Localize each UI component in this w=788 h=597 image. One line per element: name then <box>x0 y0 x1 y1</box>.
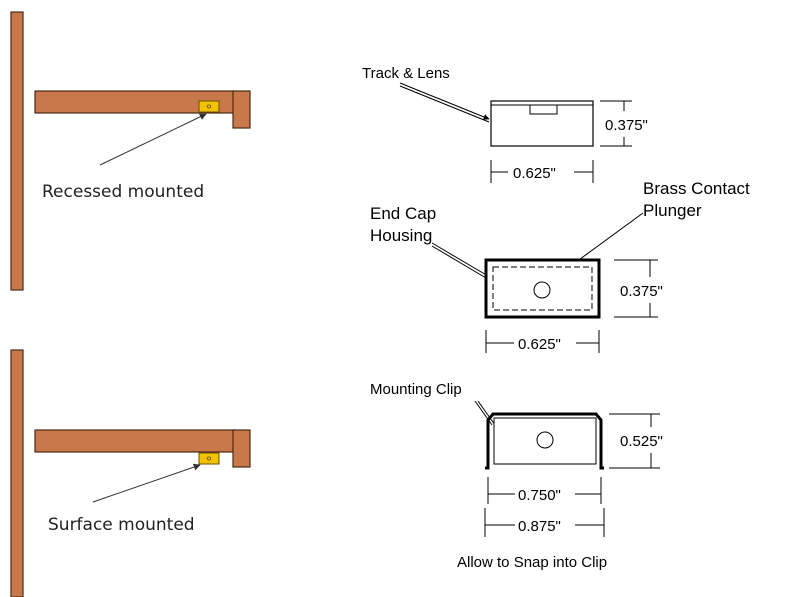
recessed-light <box>198 100 220 113</box>
surface-pointer-arrow <box>92 463 201 503</box>
brass-contact-label-line2: Plunger <box>643 201 702 220</box>
shelf-board <box>34 429 236 453</box>
wall-post <box>10 11 24 291</box>
end-cap-label-line1: End Cap <box>370 204 436 223</box>
surface-light <box>198 452 220 465</box>
light-dot <box>206 456 211 461</box>
mounting-clip-outline <box>485 412 604 470</box>
mounting-clip-outer-width: 0.875" <box>518 518 561 535</box>
recessed-mount-illustration: Recessed mounted <box>10 11 251 291</box>
end-cap-inner-dashed <box>492 266 593 311</box>
mounting-clip-height: 0.525" <box>620 433 663 450</box>
snap-note: Allow to Snap into Clip <box>457 554 607 571</box>
end-cap-label-line2: Housing <box>370 226 432 245</box>
surface-mount-illustration: Surface mounted <box>10 349 251 597</box>
track-lens-width: 0.625" <box>513 165 556 182</box>
track-lens-diagram: Track & Lens 0.375" 0.625" <box>362 65 648 183</box>
brass-contact-plunger <box>533 281 551 299</box>
light-dot <box>206 104 211 109</box>
mounting-clip-diagram: Mounting Clip 0.525" 0.750" 0.875" Allow… <box>370 381 663 571</box>
track-notch <box>529 104 558 115</box>
track-lens-height: 0.375" <box>605 117 648 134</box>
shelf-lip <box>232 429 251 468</box>
end-cap-housing-diagram: End Cap Housing Brass Contact Plunger 0.… <box>370 179 750 353</box>
track-lens-leader <box>399 82 490 120</box>
end-cap-leader <box>431 242 489 277</box>
mounting-clip-inner-width: 0.750" <box>518 487 561 504</box>
shelf-lip <box>232 90 251 129</box>
track-lens-label: Track & Lens <box>362 65 450 82</box>
surface-label: Surface mounted <box>48 515 195 535</box>
end-cap-height: 0.375" <box>620 283 663 300</box>
mounting-clip-label: Mounting Clip <box>370 381 462 398</box>
recessed-pointer-arrow <box>99 113 207 166</box>
brass-contact-label-line1: Brass Contact <box>643 179 750 198</box>
recessed-label: Recessed mounted <box>42 182 204 202</box>
wall-post <box>10 349 24 597</box>
end-cap-width: 0.625" <box>518 336 561 353</box>
mounting-clip-hole <box>536 431 554 449</box>
